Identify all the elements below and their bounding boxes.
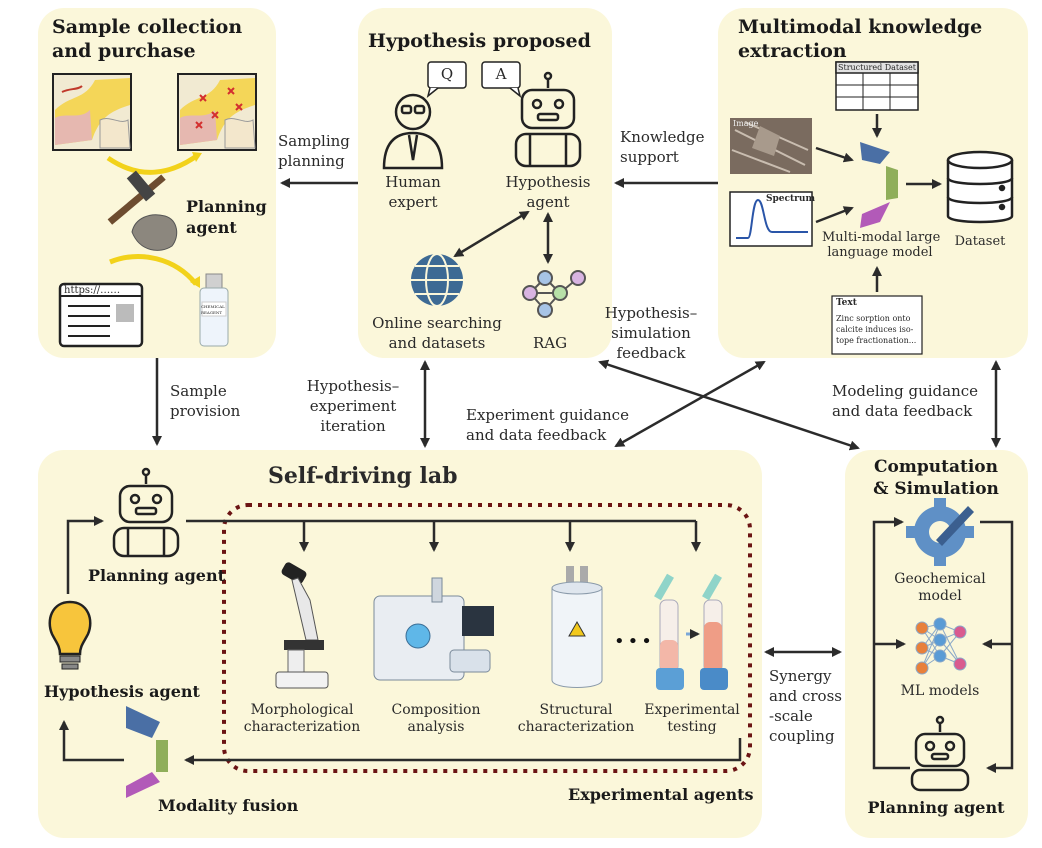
online-searching-label-line2: and datasets [388,334,486,352]
exp-guidance-line1: Experiment guidance [466,406,629,424]
modeling-guidance-line1: Modeling guidance [832,382,979,400]
hyp-sim-feedback-line3: feedback [616,344,686,362]
lab-planning-robot-icon [112,467,180,558]
text-document-icon [831,295,923,355]
lightbulb-icon [48,600,92,670]
multimodal-title-line2: extraction [738,40,847,62]
sampling-planning-line2: planning [278,152,345,170]
spectrum-label: Spectrum [766,194,815,204]
geochemical-label-line2: model [918,588,962,604]
image-label: Image [733,119,759,128]
multimodal-title-line1: Multimodal knowledge [738,16,983,38]
curved-arrow-top-icon [106,152,200,175]
knowledge-support-line2: support [620,148,679,166]
knowledge-support-line1: Knowledge [620,128,705,146]
reagent-bottle-icon [199,273,229,347]
human-expert-label-line2: expert [388,193,438,211]
sample-title-line1: Sample collection [52,16,243,38]
q-bubble-text: Q [440,65,454,83]
lab-hypothesis-agent-label: Hypothesis agent [44,682,200,701]
structured-dataset-table-icon [835,61,919,111]
online-searching-label-line1: Online searching [372,314,502,332]
lab-planning-agent-label: Planning agent [88,566,225,585]
exp-testing-label-line2: testing [667,719,717,735]
morph-label-line1: Morphological [250,702,354,718]
bottle-label: CHEMICAL REAGENT [201,304,225,315]
test-tubes-icon [654,573,728,690]
text-doc-title: Text [836,298,857,308]
modality-fusion-label: Modality fusion [158,796,299,815]
browser-url-text: https://…… [64,285,121,296]
hyp-exp-iteration-line3: iteration [320,417,386,435]
sample-title-line2: and purchase [52,40,196,62]
sample-planning-agent-label: Planning agent [186,197,267,237]
struct-label-line1: Structural [539,702,613,718]
lab-title: Self-driving lab [268,463,458,489]
ml-models-label: ML models [900,683,980,699]
hyp-exp-iteration-line2: experiment [309,397,397,415]
structured-dataset-label: Structured Dataset [838,63,916,72]
struct-label-line2: characterization [517,719,635,735]
sample-provision-line1: Sample [170,382,227,400]
synergy-line4: coupling [769,727,835,745]
text-doc-line3: tope fractionation... [836,336,917,345]
ml-neural-network-icon [915,617,967,675]
rag-graph-icon [522,270,586,318]
microscope-icon [275,562,329,689]
globe-icon [411,253,463,307]
spectrum-plot-icon [729,191,813,247]
geology-map-icon [52,73,132,151]
sampling-planning-line1: Sampling [278,132,350,150]
compute-planning-agent-label: Planning agent [867,798,1005,817]
database-icon [946,150,1014,224]
exp-guidance-line2: and data feedback [466,426,607,444]
rag-label: RAG [532,334,568,352]
modeling-guidance-line2: and data feedback [832,402,973,420]
sample-provision-line2: provision [170,402,241,420]
synergy-line1: Synergy [769,667,832,685]
speech-bubble-q-icon [426,61,467,98]
hyp-sim-feedback-line1: Hypothesis– [604,304,698,322]
browser-window-icon [58,282,144,348]
composition-analyzer-icon [373,577,494,681]
speech-bubble-a-icon [481,61,522,98]
compute-title-line1: Computation [874,457,998,477]
hypothesis-agent-label-line1: Hypothesis [505,173,591,191]
nmr-spectrometer-icon [551,566,603,688]
hypothesis-agent-robot-icon [514,71,582,168]
human-expert-label-line1: Human [385,173,441,191]
geochemical-model-gear-icon [906,498,974,566]
curved-arrow-bottom-icon [109,254,198,286]
compute-title-line2: & Simulation [873,479,999,499]
llm-label-line2: language model [827,245,933,260]
modality-fusion-icon [126,706,168,798]
llm-label-line1: Multi-modal large [822,230,941,245]
geochemical-label-line1: Geochemical [894,571,986,587]
hyp-exp-iteration-line1: Hypothesis– [306,377,400,395]
rock-hammer-icon [107,170,178,251]
ellipsis-dots: ••• [614,631,655,652]
dataset-label: Dataset [954,234,1006,249]
comp-label-line2: analysis [407,719,465,735]
comp-label-line1: Composition [391,702,481,718]
morph-label-line2: characterization [243,719,361,735]
a-bubble-text: A [495,65,507,83]
text-doc-line2: calcite induces iso- [836,325,914,334]
compute-planning-robot-icon [910,715,970,792]
synergy-line2: and cross [769,687,842,705]
hypothesis-title: Hypothesis proposed [368,30,591,52]
human-expert-icon [382,93,444,170]
text-doc-line1: Zinc sorption onto [836,314,911,323]
experimental-agents-label: Experimental agents [568,785,754,804]
synergy-line3: -scale [769,707,813,725]
hyp-sim-feedback-line2: simulation [611,324,691,342]
geology-map-sampled-icon [177,73,257,151]
llm-fusion-icon [860,142,898,228]
hypothesis-agent-label-line2: agent [526,193,570,211]
exp-testing-label-line1: Experimental [644,702,740,718]
microscope-image-icon [730,118,812,174]
